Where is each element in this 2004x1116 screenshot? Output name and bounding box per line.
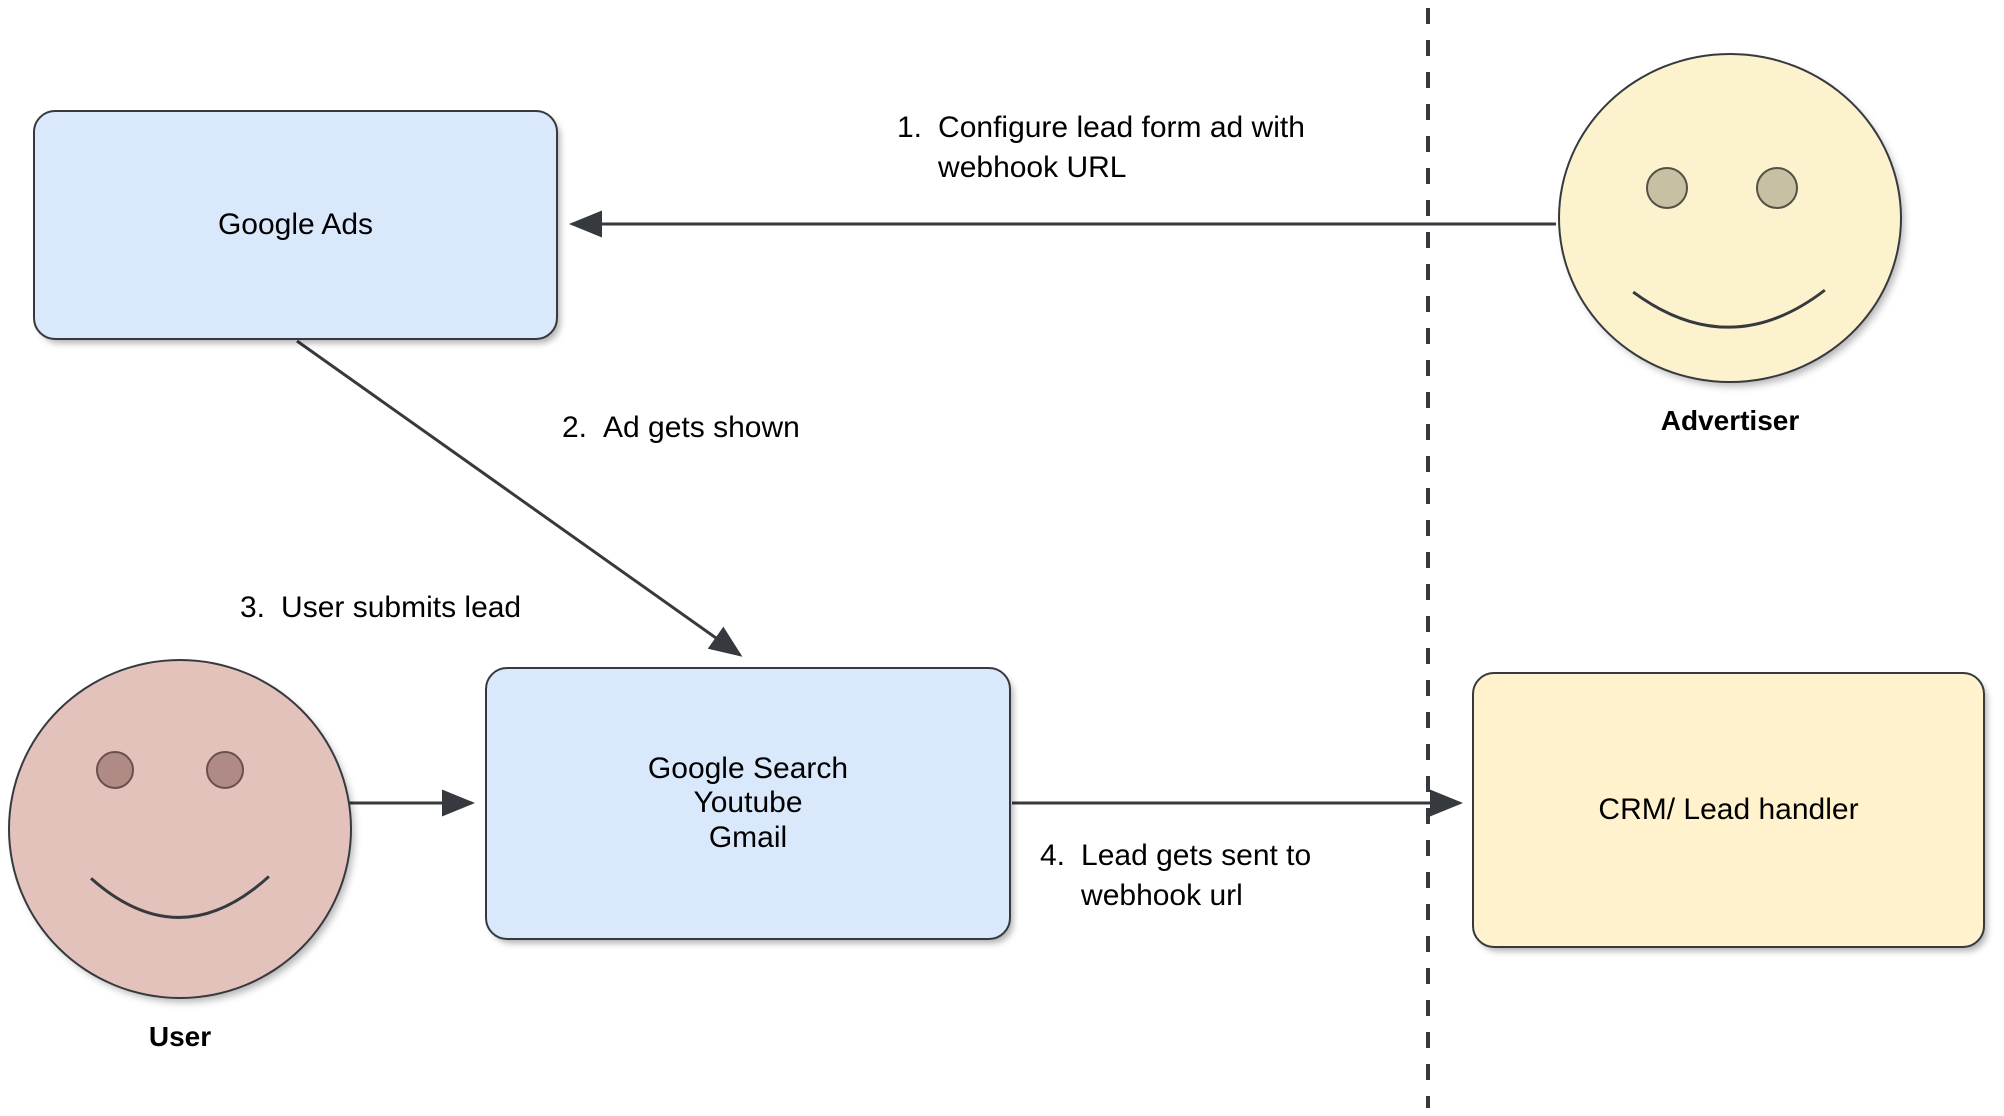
actor-user-label: User xyxy=(148,1021,212,1052)
edge-label-step-4: 4. Lead gets sent to webhook url xyxy=(1040,836,1420,916)
edge-label-step-4-number: 4. xyxy=(1040,839,1066,872)
edge-label-step-4-text: Lead gets sent to webhook url xyxy=(1081,839,1312,912)
edge-label-step-2-text: Ad gets shown xyxy=(603,411,800,444)
node-google-ads-label: Google Ads xyxy=(217,207,374,241)
edge-label-step-3: 3. User submits lead xyxy=(240,588,600,628)
smiley-face-icon xyxy=(8,659,352,999)
eye-left-icon xyxy=(96,751,134,789)
edge-label-step-1: 1. Configure lead form ad with webhook U… xyxy=(897,108,1397,188)
edge-label-step-1-number: 1. xyxy=(897,111,923,144)
node-google-ads[interactable]: Google Ads xyxy=(33,110,558,340)
edge-label-step-3-text: User submits lead xyxy=(281,591,522,624)
node-google-properties-label: Google Search Youtube Gmail xyxy=(647,751,849,854)
node-crm-lead-handler[interactable]: CRM/ Lead handler xyxy=(1472,672,1985,948)
smile-mouth-icon xyxy=(1632,288,1826,329)
edge-label-step-2: 2. Ad gets shown xyxy=(562,408,922,448)
eye-right-icon xyxy=(1756,167,1798,209)
eye-right-icon xyxy=(206,751,244,789)
smiley-face-icon xyxy=(1558,53,1902,383)
actor-user[interactable]: User xyxy=(8,659,352,1052)
node-crm-lead-handler-label: CRM/ Lead handler xyxy=(1598,792,1859,826)
smile-mouth-icon xyxy=(90,875,270,919)
node-google-properties[interactable]: Google Search Youtube Gmail xyxy=(485,667,1011,940)
edge-label-step-1-text: Configure lead form ad with webhook URL xyxy=(938,111,1305,184)
actor-advertiser-label: Advertiser xyxy=(1660,405,1800,436)
actor-advertiser[interactable]: Advertiser xyxy=(1558,53,1902,436)
edge-label-step-3-number: 3. xyxy=(240,591,266,624)
eye-left-icon xyxy=(1646,167,1688,209)
edge-label-step-2-number: 2. xyxy=(562,411,588,444)
